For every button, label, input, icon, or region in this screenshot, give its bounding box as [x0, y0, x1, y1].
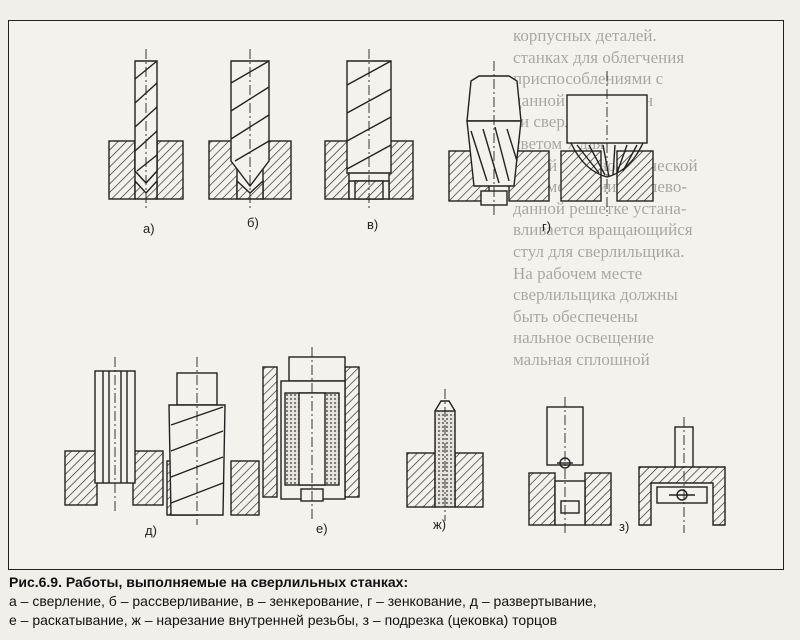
bleed-line: стул для сверлильщика. — [513, 241, 685, 261]
label-zh: ж) — [433, 517, 447, 532]
label-e: е) — [316, 521, 328, 536]
drawing-reaming-spiral — [166, 357, 260, 525]
drawing-reaming — [64, 357, 164, 513]
bleed-line: быть обеспечены — [513, 306, 638, 326]
caption-title: Рис.6.9. Работы, выполняемые на сверлиль… — [9, 574, 409, 590]
caption-line-1: а – сверление, б – рассверливание, в – з… — [9, 593, 597, 609]
bleed-line: сверлильщика должны — [513, 285, 678, 305]
bleed-line: вливается вращающийся — [513, 220, 693, 240]
label-v: в) — [367, 217, 379, 232]
bleed-line: На рабочем месте — [513, 263, 643, 283]
caption-line-2: е – раскатывание, ж – нарезание внутренн… — [9, 612, 558, 628]
drawing-drilling — [108, 49, 184, 211]
drawing-reboring — [208, 49, 292, 211]
bleed-line: нальное освещение — [513, 328, 654, 348]
bleed-line: мальная сплошной — [513, 349, 650, 369]
bleed-line: станках для облегчения — [513, 47, 685, 67]
drilling-operations-drawings — [64, 49, 726, 533]
label-b: б) — [247, 215, 259, 230]
figure-frame: корпусных деталей. станках для облегчения… — [8, 20, 784, 570]
drawing-countersink-cone — [448, 61, 654, 216]
drawing-threading — [406, 389, 484, 521]
label-d: д) — [145, 523, 157, 538]
label-a: а) — [143, 221, 155, 236]
bleed-line: корпусных деталей. — [513, 26, 657, 45]
drawing-rolling — [262, 347, 360, 521]
drawing-countersinking — [324, 49, 414, 211]
label-g: г) — [542, 219, 552, 234]
bleed-line: данной решетке устана- — [513, 198, 687, 218]
label-z: з) — [619, 519, 630, 534]
figure-caption: Рис.6.9. Работы, выполняемые на сверлиль… — [9, 573, 779, 630]
drawing-spot-facing — [528, 397, 726, 533]
bleed-line: приспособлениями с — [513, 69, 664, 89]
